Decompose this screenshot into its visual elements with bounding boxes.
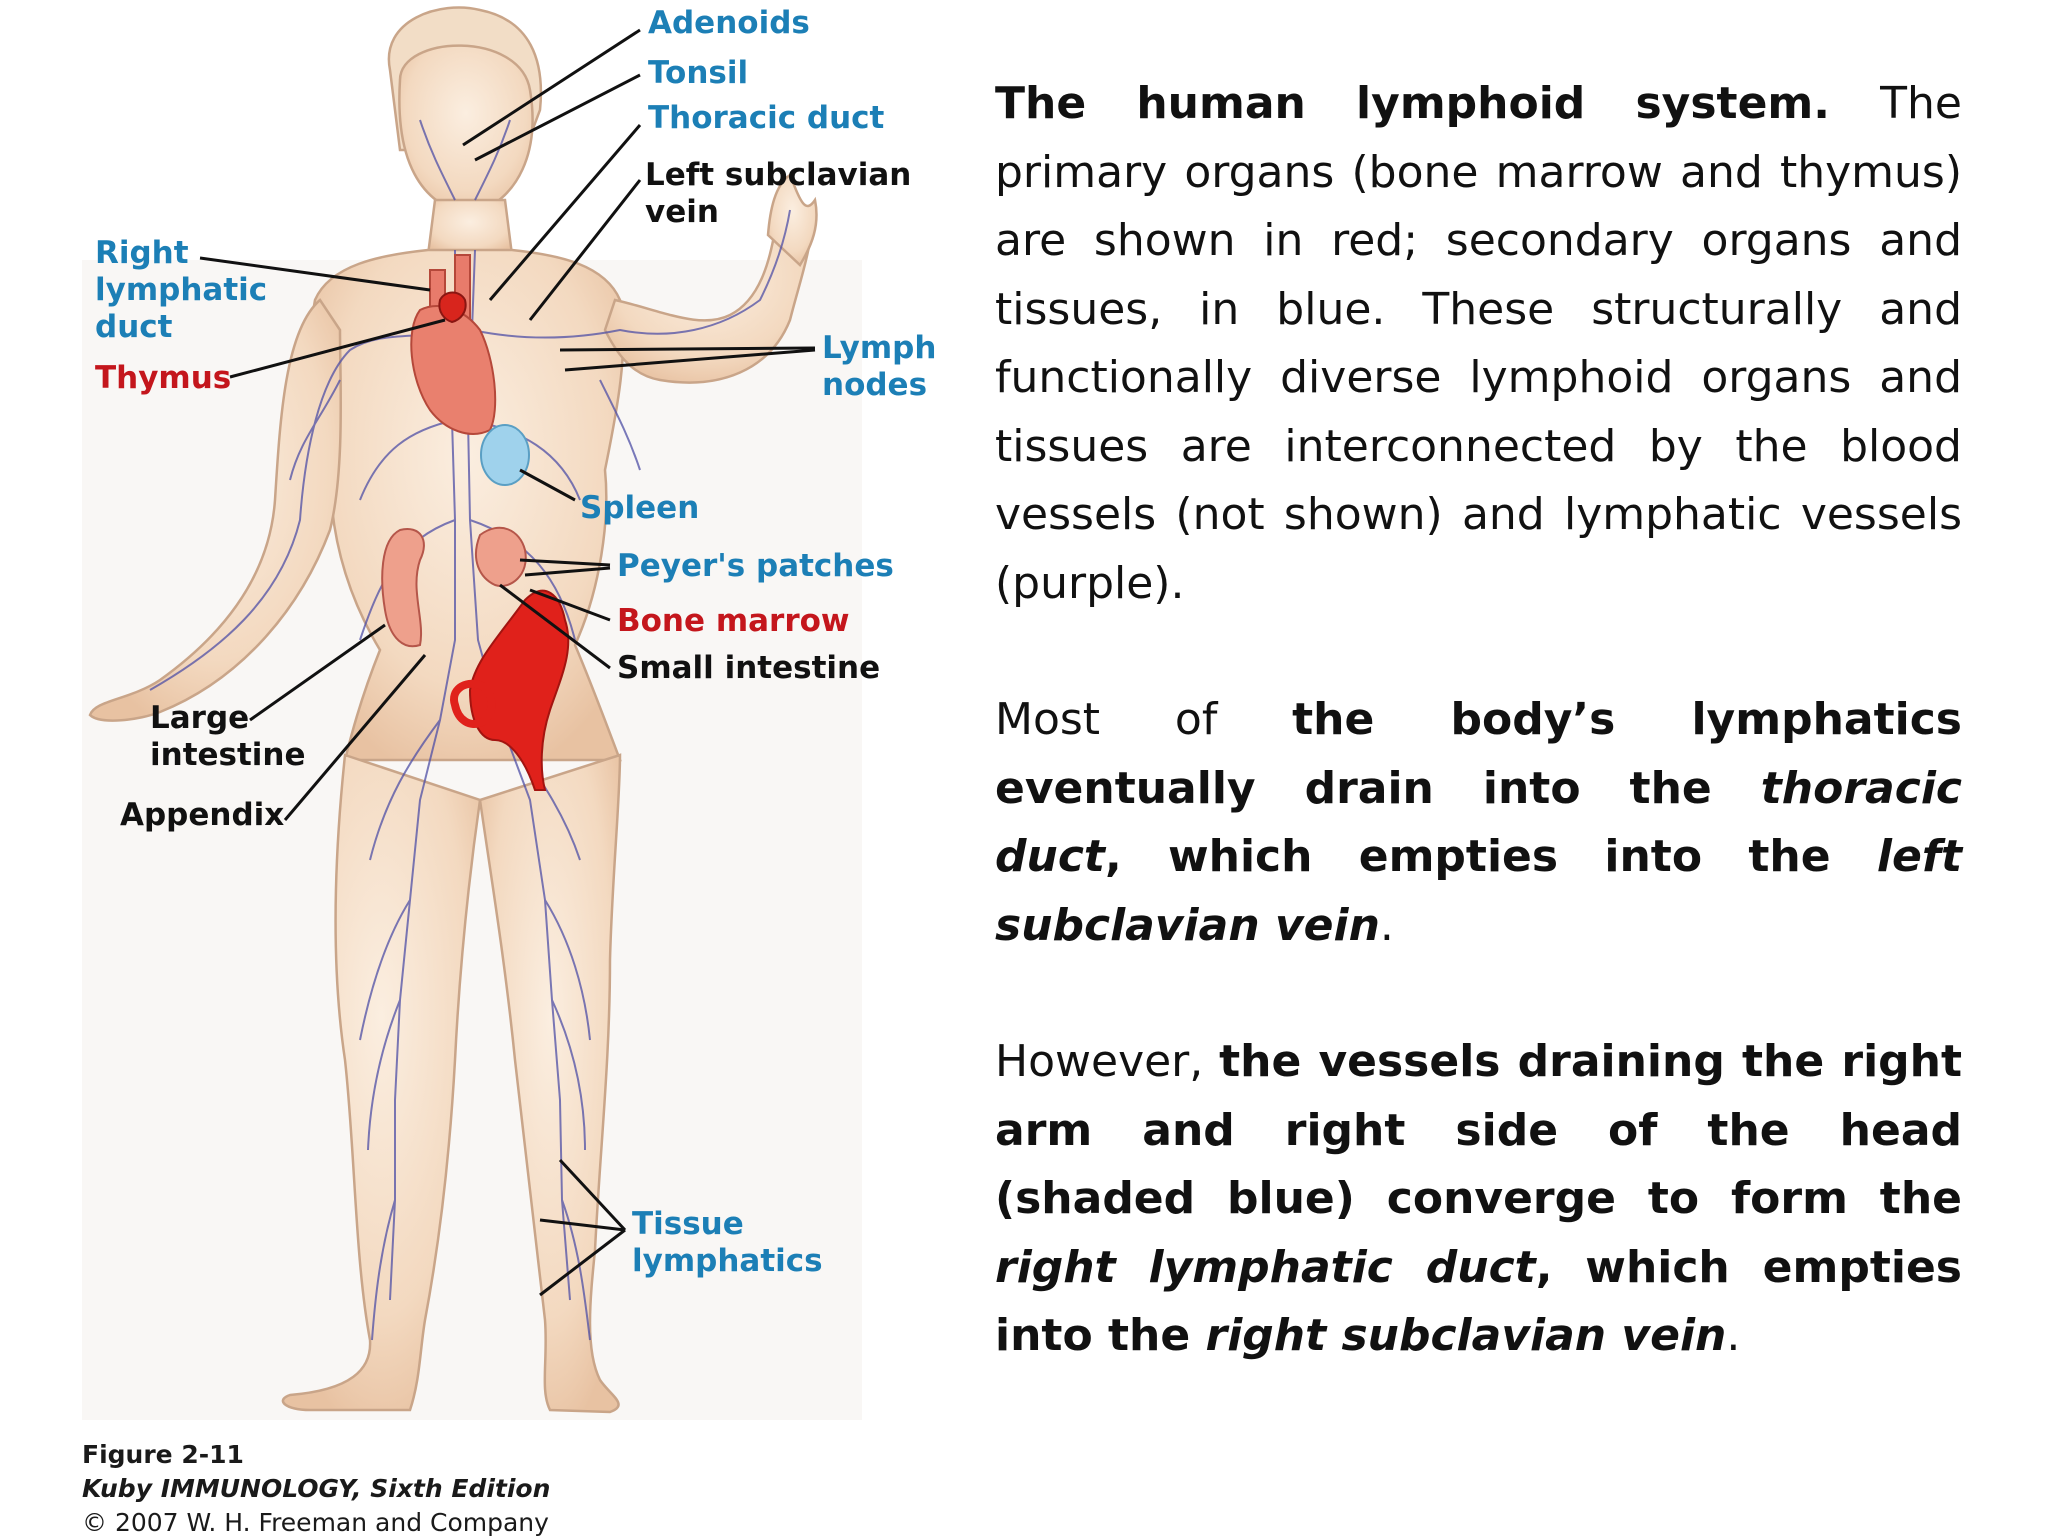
- p3-right-lymphatic-term: right lymphatic duct: [995, 1241, 1536, 1293]
- p3-f: .: [1726, 1310, 1741, 1361]
- p2-b: the body’s lymphatics eventually drain i…: [995, 694, 1962, 814]
- paragraph-intro: The human lymphoid system. The primary o…: [995, 70, 1962, 618]
- p2-a: Most of: [995, 694, 1293, 745]
- label-left-subclavian-vein: Left subclavian vein: [645, 157, 912, 230]
- figure-number: Figure 2-11: [82, 1440, 244, 1469]
- label-appendix: Appendix: [120, 797, 285, 833]
- book-title: Kuby IMMUNOLOGY, Sixth Edition: [82, 1474, 551, 1503]
- description-text-panel: The human lymphoid system. The primary o…: [995, 70, 1962, 1439]
- label-thymus: Thymus: [95, 360, 232, 396]
- leader-lines: [199, 28, 816, 1297]
- large-intestine-organ: [381, 528, 425, 648]
- p2-thoracic-duct-term: thoracic duct: [995, 762, 1962, 883]
- p3-d: , which empties into the: [995, 1241, 1962, 1362]
- label-thoracic-duct: Thoracic duct: [648, 100, 885, 136]
- label-tissue-lymphatics: Tissue lymphatics: [632, 1206, 823, 1279]
- p2-f: .: [1379, 899, 1394, 951]
- p2-left-subclavian-term: left subclavian vein: [995, 831, 1962, 951]
- heart: [410, 305, 497, 435]
- intro-lead: The human lymphoid system.: [995, 78, 1881, 129]
- label-peyers-patches: Peyer's patches: [617, 548, 894, 584]
- label-adenoids: Adenoids: [648, 5, 810, 41]
- pelvis-ring: [450, 679, 496, 728]
- label-large-intestine: Large intestine: [150, 700, 306, 773]
- copyright-line: © 2007 W. H. Freeman and Company: [82, 1508, 549, 1537]
- intro-body: The primary organs (bone marrow and thym…: [995, 78, 1962, 609]
- p3-b: the vessels draining the right arm and r…: [995, 1036, 1962, 1224]
- p3-a: However,: [995, 1036, 1220, 1087]
- thymus-organ: [438, 291, 467, 324]
- paragraph-thoracic-duct: Most of the body’s lymphatics eventually…: [995, 686, 1962, 960]
- label-tonsil: Tonsil: [648, 55, 749, 91]
- p3-right-subclavian-term: right subclavian vein: [1205, 1310, 1727, 1361]
- spleen-organ: [480, 424, 530, 486]
- label-right-lymphatic-duct: Right lymphatic duct: [95, 235, 268, 345]
- label-spleen: Spleen: [580, 490, 700, 526]
- label-lymph-nodes: Lymph nodes: [822, 330, 937, 403]
- label-bone-marrow: Bone marrow: [617, 603, 850, 639]
- small-intestine-organ: [475, 526, 527, 587]
- paragraph-right-lymphatic-duct: However, the vessels draining the right …: [995, 1028, 1962, 1371]
- label-small-intestine: Small intestine: [617, 650, 881, 686]
- p2-d: , which empties into the: [1104, 831, 1877, 882]
